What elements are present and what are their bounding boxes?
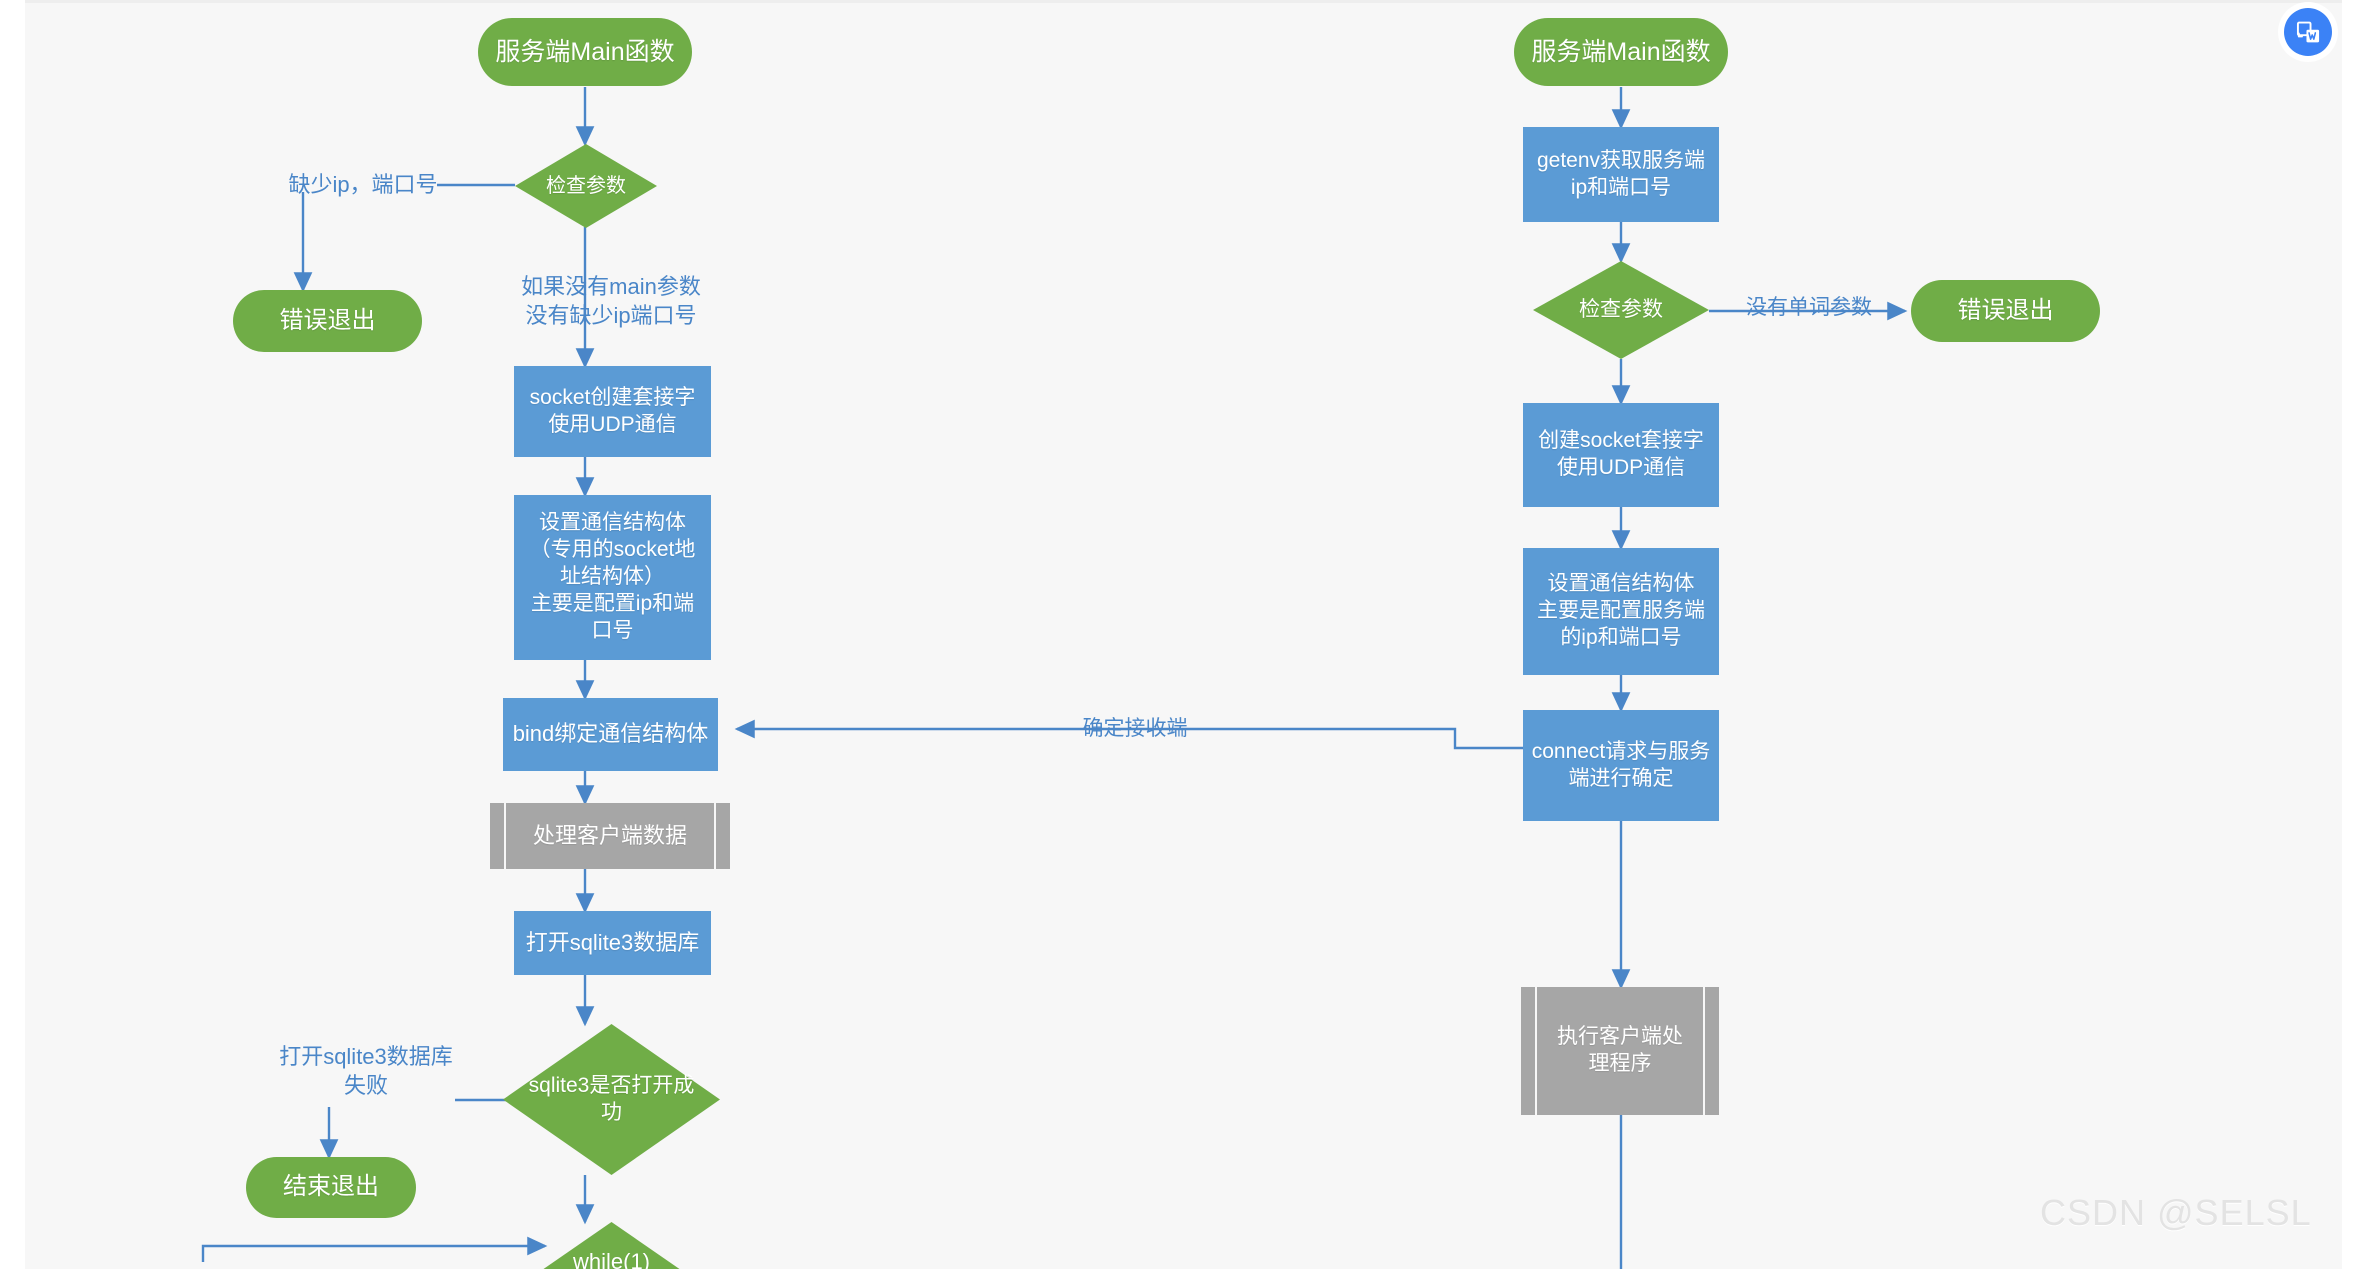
- edge-loopback: [201, 1236, 548, 1262]
- doc-convert-icon: [2295, 19, 2322, 46]
- node-server-main[interactable]: 服务端Main函数: [478, 18, 692, 86]
- node-handle-client-data[interactable]: 处理客户端数据: [490, 803, 730, 869]
- node-client-main[interactable]: 服务端Main函数: [1514, 18, 1728, 86]
- predefined-right-bar: [1703, 987, 1705, 1115]
- node-error-exit-server[interactable]: 错误退出: [233, 290, 422, 352]
- node-label: sqlite3是否打开成 功: [528, 1074, 695, 1124]
- node-end-exit[interactable]: 结束退出: [246, 1157, 416, 1218]
- edge-label-confirm-receiver: 确定接收端: [1082, 717, 1188, 740]
- edge-label-no-main-args: 如果没有main参数 没有缺少ip端口号: [521, 274, 701, 328]
- node-label: 处理客户端数据: [532, 822, 687, 848]
- edge-label-missing-ip-port: 缺少ip，端口号: [288, 172, 438, 197]
- node-label: 执行客户端处 理程序: [1557, 1025, 1683, 1075]
- convert-to-word-button[interactable]: [2284, 8, 2332, 56]
- node-sqlite3-open-success[interactable]: sqlite3是否打开成 功: [503, 1024, 720, 1175]
- node-set-comm-struct-client[interactable]: 设置通信结构体 主要是配置服务端 的ip和端口号: [1523, 548, 1719, 675]
- csdn-watermark: CSDN @SELSL: [2040, 1192, 2312, 1233]
- predefined-right-bar: [714, 803, 716, 869]
- node-label: while(1): [572, 1249, 651, 1269]
- edge-label-sqlite-open-fail: 打开sqlite3数据库 失败: [279, 1044, 453, 1098]
- diagram-canvas: 服务端Main函数 检查参数 缺少ip，端口号 错误退出 如果没有main参数 …: [25, 0, 2342, 1269]
- node-connect-request[interactable]: connect请求与服务 端进行确定: [1523, 710, 1719, 821]
- node-check-args-server[interactable]: 检查参数: [515, 144, 657, 228]
- node-bind-comm-struct[interactable]: bind绑定通信结构体: [503, 698, 718, 771]
- node-set-comm-struct-server[interactable]: 设置通信结构体 （专用的socket地 址结构体） 主要是配置ip和端 口号: [514, 495, 711, 660]
- node-getenv-server-ip-port[interactable]: getenv获取服务端 ip和端口号: [1523, 127, 1719, 222]
- predefined-left-bar: [504, 803, 506, 869]
- node-run-client-handler[interactable]: 执行客户端处 理程序: [1521, 987, 1719, 1115]
- edge-label-no-word-args: 没有单词参数: [1746, 296, 1872, 319]
- node-check-args-client[interactable]: 检查参数: [1533, 261, 1709, 359]
- predefined-left-bar: [1535, 987, 1537, 1115]
- node-label: 检查参数: [546, 174, 626, 197]
- node-error-exit-client[interactable]: 错误退出: [1911, 280, 2100, 342]
- node-create-socket-client[interactable]: 创建socket套接字 使用UDP通信: [1523, 403, 1719, 507]
- node-label: 检查参数: [1579, 297, 1663, 321]
- node-open-sqlite3-db[interactable]: 打开sqlite3数据库: [514, 911, 711, 975]
- node-socket-create-server[interactable]: socket创建套接字 使用UDP通信: [514, 366, 711, 457]
- node-while-loop[interactable]: while(1): [503, 1222, 720, 1269]
